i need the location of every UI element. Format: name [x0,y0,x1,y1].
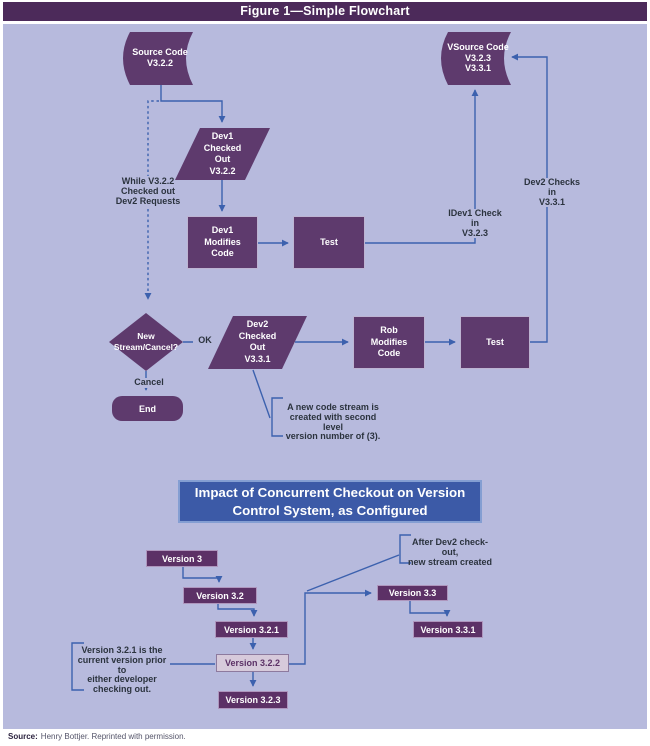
connector-v32-to-v321 [217,604,258,617]
source-credit-label: Source: [8,732,38,741]
source-credit-text: Henry Bottjer. Reprinted with permission… [40,732,186,741]
version-box-3-2: Version 3.2 [183,587,257,604]
terminator-end: End [112,396,183,421]
new-stream-note: A new code stream is created with second… [285,402,381,442]
stored-data-vsource-code [441,32,511,85]
dev2-checks-in-label: Dev2 Checks in V3.3.1 [520,177,584,208]
diamond-decision-label: New Stream/Cancel? [113,331,179,352]
bracket-after-note [399,534,411,564]
version-box-3-2-1: Version 3.2.1 [215,621,288,638]
parallelogram-dev1-label: Dev1 Checked Out V3.2.2 [203,131,242,176]
stored-data-vsource-code-label: VSource Code V3.2.3 V3.3.1 [447,42,509,73]
connector-v33-to-v331 [409,601,451,617]
source-credit: Source:Henry Bottjer. Reprinted with per… [8,732,186,741]
bracket-v321-note [71,642,84,691]
while-note: While V3.2.2 Checked out Dev2 Requests [115,176,181,206]
process-test-1: Test [293,216,365,269]
version-box-3-3: Version 3.3 [377,585,448,601]
impact-heading: Impact of Concurrent Checkout on Version… [178,480,482,523]
version-box-3: Version 3 [146,550,218,567]
dashed-connector-upper [147,100,159,176]
stored-data-source-code-label: Source Code V3.2.2 [132,47,188,68]
callout-line-after-note [306,554,400,592]
v321-note: Version 3.2.1 is the current version pri… [77,645,167,695]
process-rob-modifies-code: Rob Modifies Code [353,316,425,369]
connector-source-to-dev1co [160,85,226,123]
stored-data-source-code [123,32,193,85]
callout-line-newstream [252,369,271,419]
cancel-label: Cancel [128,377,170,388]
parallelogram-dev1-checked-out [175,128,270,180]
diagram-background [3,24,647,729]
process-dev1-modifies-code: Dev1 Modifies Code [187,216,258,269]
connector-v3-to-v32 [182,567,223,583]
version-box-3-2-3: Version 3.2.3 [218,691,288,709]
connector-test1-to-vsource [365,89,479,244]
shape-group [109,32,511,371]
version-box-3-3-1: Version 3.3.1 [413,621,483,638]
parallelogram-dev2-checked-out [208,316,307,369]
process-test-2: Test [460,316,530,369]
version-box-3-2-2: Version 3.2.2 [216,654,289,672]
after-dev2-note: After Dev2 check-out, new stream created [407,537,493,567]
dev1-check-in-label: IDev1 Check in V3.2.3 [443,208,507,239]
parallelogram-dev2-label: Dev2 Checked Out V3.3.1 [238,319,277,364]
connector-v322-to-v33 [289,589,372,665]
connector-group [71,53,548,691]
bracket-newstream-note [271,397,283,437]
diamond-new-stream-decision [109,313,183,371]
figure-title-bar: Figure 1—Simple Flowchart [3,2,647,21]
ok-label: OK [193,335,217,346]
